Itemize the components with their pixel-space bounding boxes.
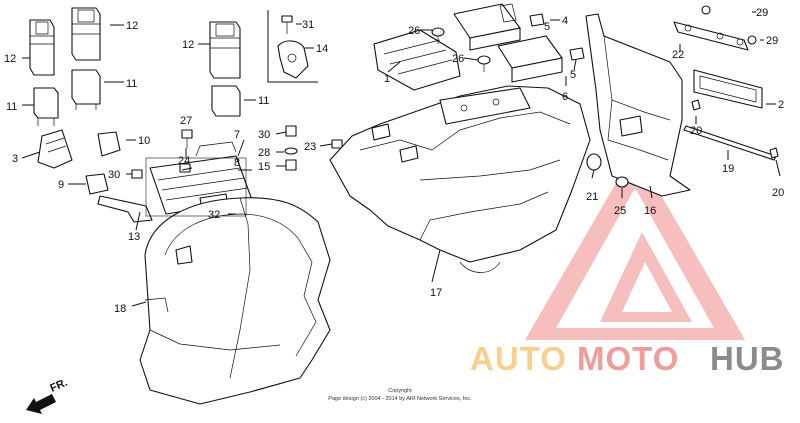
rear-cover-16[interactable] (585, 13, 691, 197)
bolt-30-left[interactable] (131, 169, 143, 179)
bolt-27[interactable] (181, 129, 193, 148)
relay-11-center[interactable] (211, 85, 241, 117)
wire-bracket-13[interactable] (97, 195, 153, 223)
front-direction-arrow: FR. (26, 377, 69, 414)
inner-panel-17[interactable] (329, 85, 591, 273)
module-4[interactable] (453, 3, 521, 51)
label-22: 22 (672, 49, 684, 61)
label-6: 6 (562, 91, 568, 103)
nut-15[interactable] (285, 159, 297, 171)
label-9: 9 (58, 179, 64, 191)
relay-12-center[interactable] (209, 21, 241, 79)
label-16: 16 (644, 205, 656, 217)
copyright-line2: Page design (c) 2004 - 2014 by ARI Netwo… (328, 396, 472, 402)
grommet-26-lower[interactable] (477, 55, 491, 72)
bolt-29-lower[interactable] (747, 35, 757, 45)
label-28: 28 (258, 147, 270, 159)
label-25: 25 (614, 205, 626, 217)
label-20: 20 (772, 187, 784, 199)
grommet-26-upper[interactable] (431, 27, 445, 44)
copyright-block: Copyright Page design (c) 2004 - 2014 by… (328, 388, 472, 402)
label-5: 5 (544, 21, 550, 33)
label-14: 14 (316, 43, 328, 55)
label-24: 24 (178, 155, 190, 167)
label-29: 29 (766, 35, 778, 47)
label-19: 19 (722, 163, 734, 175)
label-4: 4 (562, 15, 568, 27)
watermark-hub: HUB (710, 340, 785, 377)
connector-10[interactable] (97, 131, 121, 157)
label-10: 10 (138, 135, 150, 147)
label-30: 30 (108, 169, 120, 181)
label-3: 3 (12, 153, 18, 165)
label-2: 2 (778, 99, 784, 111)
label-7: 7 (234, 129, 240, 141)
relay-11-upper[interactable] (71, 69, 101, 110)
watermark-logo (525, 150, 745, 340)
label-11: 11 (126, 78, 137, 90)
connector-9[interactable] (85, 173, 109, 195)
relay-11-left[interactable] (33, 87, 59, 126)
nut-30-mid[interactable] (285, 125, 297, 137)
label-18: 18 (114, 303, 126, 315)
label-13: 13 (128, 231, 140, 243)
bolt-31[interactable] (281, 15, 293, 34)
clip-5-upper[interactable] (529, 13, 545, 27)
bracket-14[interactable] (277, 40, 309, 79)
front-fender-18[interactable] (139, 197, 331, 405)
bolt-23[interactable] (331, 139, 343, 149)
label-11: 11 (6, 101, 17, 113)
label-11: 11 (258, 95, 269, 107)
inset-frame (267, 10, 318, 83)
label-15: 15 (258, 161, 270, 173)
label-29: 29 (756, 7, 768, 19)
label-17: 17 (430, 287, 442, 299)
watermark-auto: AUTO (470, 340, 567, 377)
bracket-22[interactable] (673, 21, 749, 51)
clip-20-upper[interactable] (691, 99, 701, 111)
cap-21[interactable] (586, 153, 602, 171)
relay-12-upper[interactable] (71, 7, 101, 61)
grommet-25[interactable] (615, 176, 629, 188)
label-5: 5 (570, 69, 576, 81)
label-12: 12 (4, 53, 16, 65)
watermark-text: AUTO MOTO HUB (470, 340, 785, 377)
module-6[interactable] (497, 35, 563, 83)
label-23: 23 (304, 141, 316, 153)
label-32: 32 (208, 209, 220, 221)
clip-5-lower[interactable] (569, 47, 585, 61)
callout-labels: 12 12 11 11 12 11 31 14 3 10 9 27 7 24 8… (4, 7, 784, 315)
label-21: 21 (586, 191, 598, 203)
copyright-line1: Copyright (388, 388, 412, 394)
label-12: 12 (182, 39, 194, 51)
leader-lines (21, 11, 781, 307)
fr-label: FR. (48, 377, 69, 395)
clip-20-lower[interactable] (769, 147, 779, 159)
label-20: 20 (690, 125, 702, 137)
label-26: 26 (452, 53, 464, 65)
label-27: 27 (180, 115, 192, 127)
washer-28[interactable] (284, 147, 298, 155)
label-31: 31 (302, 19, 314, 31)
watermark-moto: MOTO (577, 340, 679, 377)
relay-12-left[interactable] (29, 19, 55, 76)
bolt-29-upper[interactable] (701, 5, 711, 15)
label-8: 8 (234, 157, 240, 169)
label-26: 26 (408, 25, 420, 37)
label-12: 12 (126, 20, 138, 32)
rod-19[interactable] (683, 125, 777, 161)
label-30: 30 (258, 129, 270, 141)
label-1: 1 (384, 73, 390, 85)
clip-3[interactable] (37, 129, 73, 169)
license-light-2[interactable] (693, 69, 763, 109)
